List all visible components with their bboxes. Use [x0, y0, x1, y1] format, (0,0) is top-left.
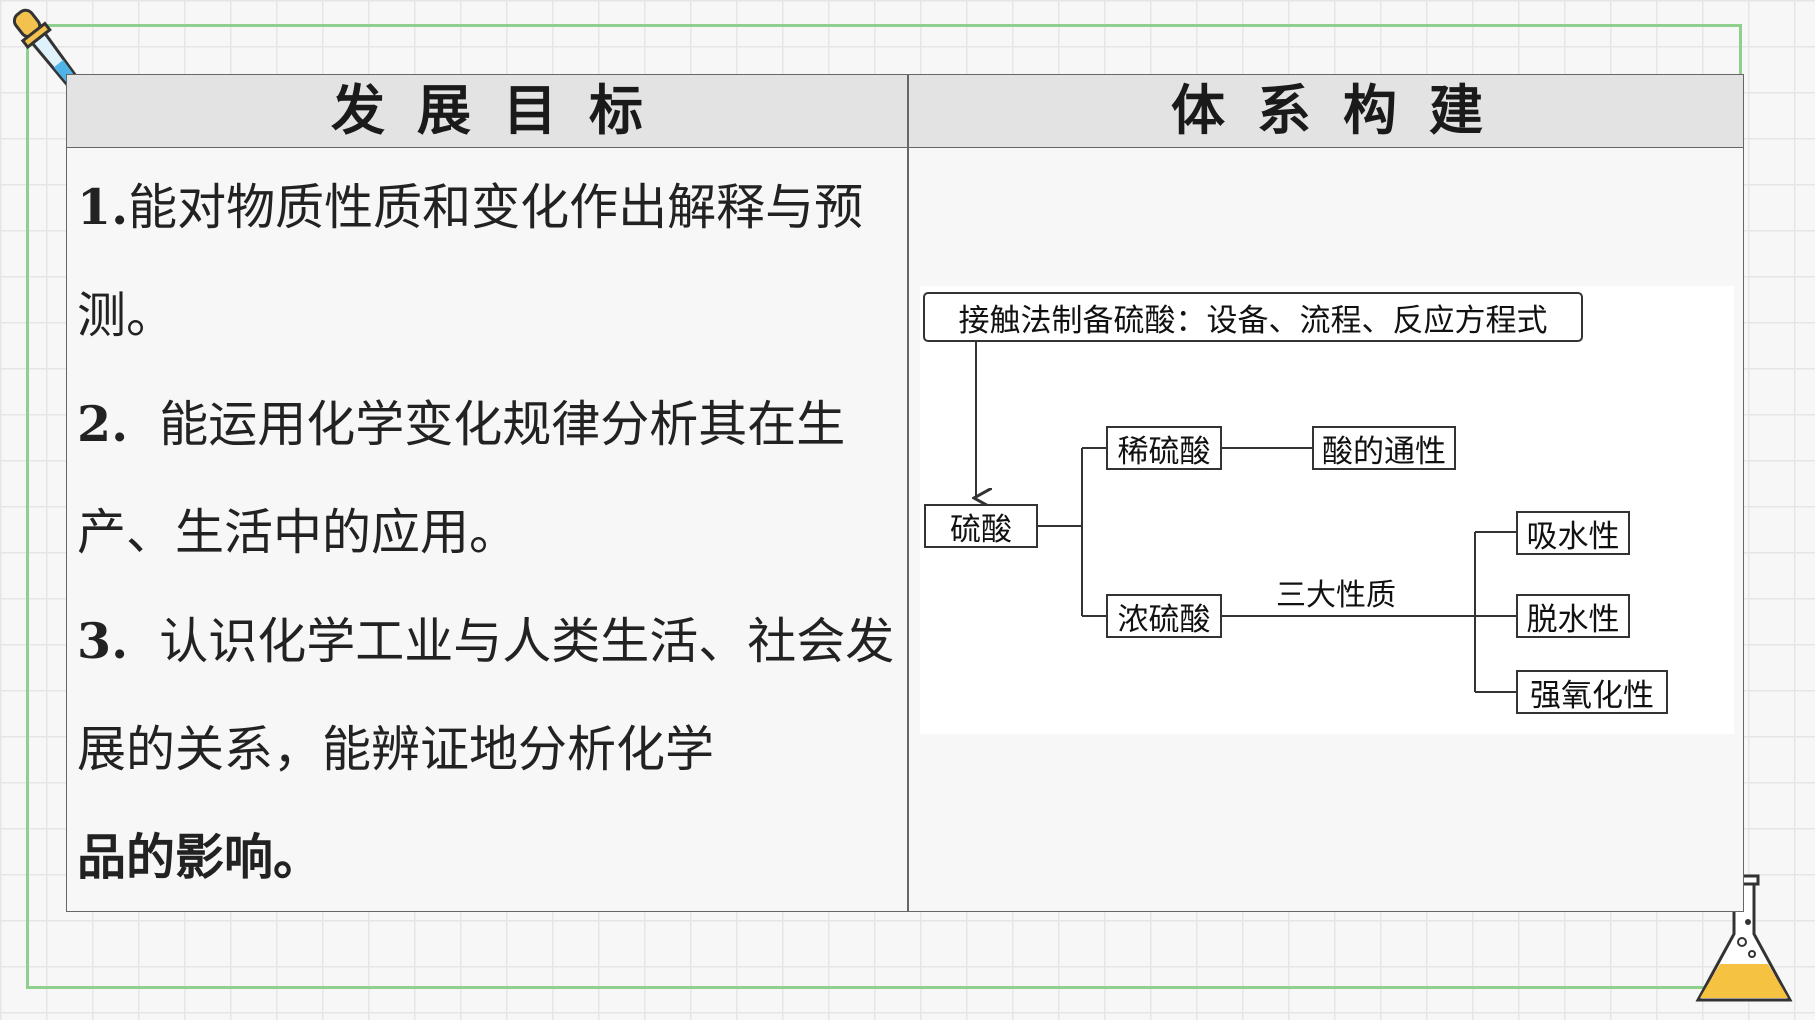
three-properties-label: 三大性质 [1276, 578, 1396, 613]
acid-property-box: 酸的通性 [1312, 426, 1456, 470]
diagram-connectors [920, 342, 1516, 693]
goal-item-2: 2. 能运用化学变化规律分析其在生产、生活中的应用。 [77, 395, 846, 561]
root-box-sulfuric-acid: 硫酸 [924, 504, 1038, 548]
goal-item-1: 1.能对物质性质和变化作出解释与预测。 [77, 178, 864, 344]
property-box-oxidation: 强氧化性 [1516, 670, 1668, 714]
process-box: 接触法制备硫酸：设备、流程、反应方程式 [923, 292, 1583, 342]
flask-icon [1695, 874, 1793, 1002]
goals-list: 1.能对物质性质和变化作出解释与预测。 2. 能运用化学变化规律分析其在生产、生… [77, 153, 907, 912]
property-box-dehydration: 脱水性 [1516, 594, 1630, 638]
dilute-acid-box: 稀硫酸 [1106, 426, 1222, 470]
column-divider [907, 75, 909, 911]
goal-item-3: 3. 认识化学工业与人类生活、社会发展的关系，能辨证地分析化学品的影响。 [77, 612, 895, 886]
concept-diagram: 接触法制备硫酸：设备、流程、反应方程式 硫酸 稀硫酸 酸的通性 浓硫酸 三大性质… [920, 286, 1734, 734]
table-header [67, 75, 1743, 148]
header-system-construction: 体系构建 [1171, 79, 1515, 142]
header-development-goals: 发展目标 [331, 79, 675, 142]
concentrated-acid-box: 浓硫酸 [1106, 594, 1222, 638]
property-box-water-absorption: 吸水性 [1516, 511, 1630, 555]
